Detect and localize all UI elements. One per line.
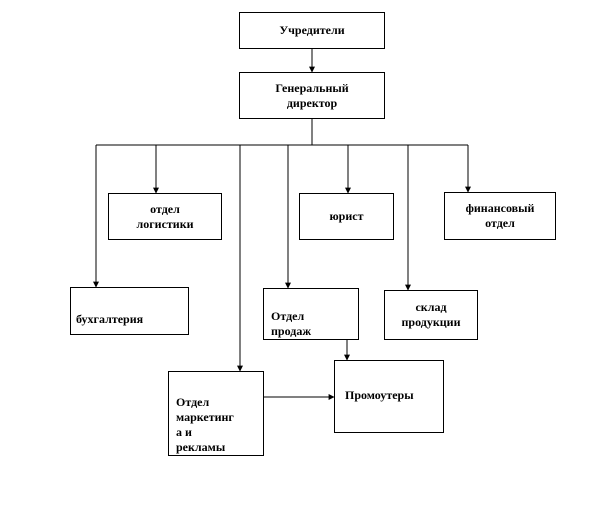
logistics-department-box: отдел логистики — [108, 193, 222, 240]
lawyer-box: юрист — [299, 193, 394, 240]
sales-department-label: Отдел продаж — [271, 309, 312, 338]
founders-label: Учредители — [279, 23, 345, 37]
marketing-department-box: Отдел маркетинг а и рекламы — [168, 371, 264, 456]
promoters-box: Промоутеры — [334, 360, 444, 433]
lawyer-label: юрист — [329, 209, 364, 223]
accounting-label: бухгалтерия — [76, 312, 144, 326]
marketing-department-label: Отдел маркетинг а и рекламы — [176, 395, 234, 454]
accounting-box: бухгалтерия — [70, 287, 189, 335]
sales-department-box: Отдел продаж — [263, 288, 359, 340]
general-director-box: Генеральный директор — [239, 72, 385, 119]
finance-department-label: финансовый отдел — [465, 201, 535, 230]
product-warehouse-box: склад продукции — [384, 290, 478, 340]
promoters-label: Промоутеры — [345, 388, 414, 402]
product-warehouse-label: склад продукции — [401, 300, 461, 329]
general-director-label: Генеральный директор — [275, 80, 349, 110]
finance-department-box: финансовый отдел — [444, 192, 556, 240]
founders-box: Учредители — [239, 12, 385, 49]
logistics-department-label: отдел логистики — [136, 201, 194, 231]
